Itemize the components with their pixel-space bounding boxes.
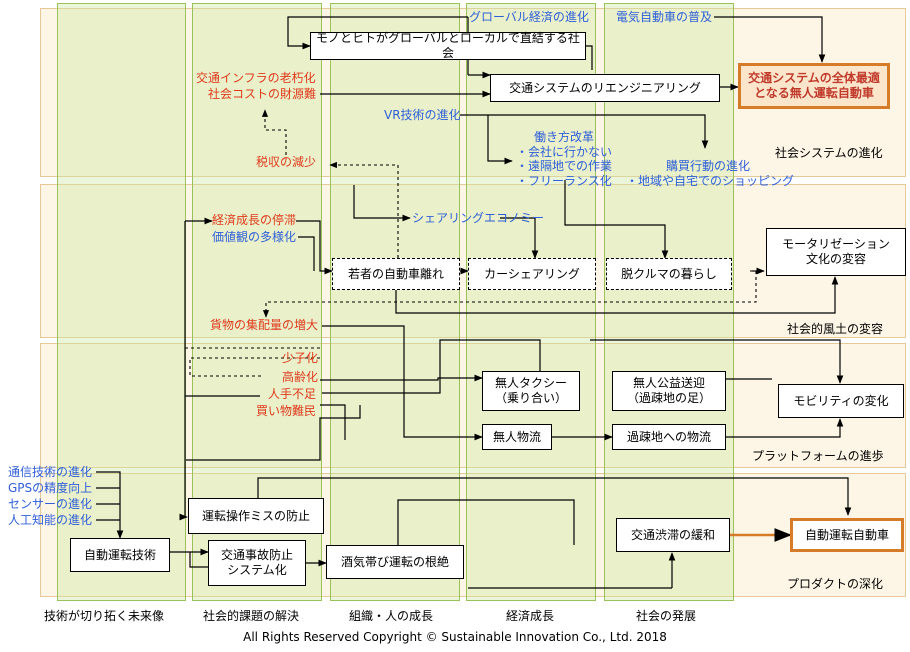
node-autonomous-car: 自動運転自動車 [790,518,904,552]
node-drunk-driving: 酒気帯び運転の根絶 [326,545,464,579]
node-youth-car: 若者の自動車離れ [332,258,460,290]
node-unmanned-taxi-line2: （乗り合い） [494,391,567,405]
band-label-product: プロダクトの深化 [787,577,884,591]
node-depop-logistics-label: 過疎地への物流 [626,429,711,444]
node-accident-prevention: 交通事故防止 システム化 [208,540,306,586]
node-unmanned-public-line1: 無人公益送迎 [632,376,705,390]
label-shopping-refugees: 買い物難民 [256,404,317,418]
node-unmanned-public: 無人公益送迎 （過疎地の足） [612,371,726,411]
label-shopping-title: 購買行動の進化 [666,159,751,173]
label-work-reform: 働き方改革 ・会社に行かない ・遠隔地での作業 ・フリーランス化 [516,130,612,188]
node-transport-reengineering-label: 交通システムのリエンジニアリング [509,80,701,95]
label-labor-shortage: 人手不足 [268,387,317,401]
band-label-platform: プラットフォームの進歩 [752,449,884,463]
label-econ-stagnation: 経済成長の停滞 [212,213,297,227]
label-vr-tech: VR技術の進化 [384,108,461,122]
node-motorization-line2: 文化の変容 [805,252,866,266]
node-carsharing-label: カーシェアリング [484,266,580,281]
node-autonomous-overall-line2: となる無人運転自動車 [754,86,874,100]
column-label-social-issues: 社会的課題の解決 [203,609,300,623]
label-low-birth: 少子化 [282,351,319,365]
label-shopping: 購買行動の進化 ・地域や自宅でのショッピング [626,159,794,188]
node-motorization-line1: モータリゼーション [782,237,890,251]
node-auto-tech-label: 自動運転技術 [83,547,156,562]
label-work-reform-item2: ・遠隔地での作業 [516,159,613,173]
node-accident-prevention-line2: システム化 [227,563,287,577]
column-tech-future [57,3,186,601]
label-sensor: センサーの進化 [8,497,93,511]
node-unmanned-taxi-line1: 無人タクシー [494,376,567,390]
node-global-local: モノとヒトがグローバルとローカルで直結する社会 [310,31,586,60]
column-label-org-growth: 組織・人の成長 [349,609,434,623]
label-gps: GPSの精度向上 [8,481,93,495]
node-unmanned-logistics: 無人物流 [482,424,552,450]
band-label-social-system: 社会システムの進化 [775,146,883,160]
column-label-tech-future: 技術が切り拓く未来像 [44,609,165,623]
label-tax-decrease: 税収の減少 [256,155,317,169]
node-auto-tech: 自動運転技術 [70,538,170,572]
label-aging: 高齢化 [282,370,319,384]
node-transport-reengineering: 交通システムのリエンジニアリング [490,74,720,102]
node-unmanned-public-line2: （過疎地の足） [626,391,711,405]
node-mobility-change: モビリティの変化 [778,384,904,418]
label-infra-aging: 交通インフラの老朽化 [196,71,316,85]
node-autonomous-overall-line1: 交通システムの全体最適 [748,71,880,85]
label-freight-increase: 貨物の集配量の増大 [210,318,319,332]
node-autonomous-car-label: 自動運転自動車 [804,527,889,542]
node-congestion: 交通渋滞の緩和 [616,518,730,552]
label-work-reform-item1: ・会社に行かない [516,144,613,159]
label-work-reform-title: 働き方改革 [534,130,595,144]
node-congestion-label: 交通渋滞の緩和 [630,527,715,542]
label-values-diversify: 価値観の多様化 [212,230,297,244]
label-social-cost: 社会コストの財源難 [208,87,317,101]
label-sharing-economy: シェアリングエコノミー [412,211,545,225]
node-motorization: モータリゼーション 文化の変容 [766,228,906,276]
node-autonomous-overall: 交通システムの全体最適 となる無人運転自動車 [738,63,890,109]
label-comm-tech: 通信技術の進化 [8,465,93,479]
label-work-reform-item3: ・フリーランス化 [516,173,612,188]
node-youth-car-label: 若者の自動車離れ [347,266,444,281]
band-platform [40,343,906,468]
label-ev-spread: 電気自動車の普及 [616,10,713,24]
node-accident-prevention-line1: 交通事故防止 [220,548,293,562]
node-mobility-change-label: モビリティの変化 [793,393,889,408]
copyright: All Rights Reserved Copyright © Sustaina… [243,630,667,644]
node-global-local-label: モノとヒトがグローバルとローカルで直結する社会 [316,31,580,60]
node-car-free: 脱クルマの暮らし [606,258,732,290]
node-car-free-label: 脱クルマの暮らし [621,266,717,281]
node-drunk-driving-label: 酒気帯び運転の根絶 [340,554,449,569]
node-unmanned-logistics-label: 無人物流 [492,429,541,444]
column-label-economic-growth: 経済成長 [506,609,555,623]
node-carsharing: カーシェアリング [468,258,596,290]
label-ai: 人工知能の進化 [8,513,93,527]
node-op-error-label: 運転操作ミスの防止 [201,508,310,523]
node-depop-logistics: 過疎地への物流 [612,424,726,450]
band-label-social-climate: 社会的風土の変容 [787,322,884,336]
node-unmanned-taxi: 無人タクシー （乗り合い） [482,371,580,411]
column-label-social-development: 社会の発展 [636,609,697,623]
node-op-error: 運転操作ミスの防止 [188,498,324,534]
label-shopping-item: ・地域や自宅でのショッピング [626,173,795,188]
label-global-economy: グローバル経済の進化 [469,10,589,24]
